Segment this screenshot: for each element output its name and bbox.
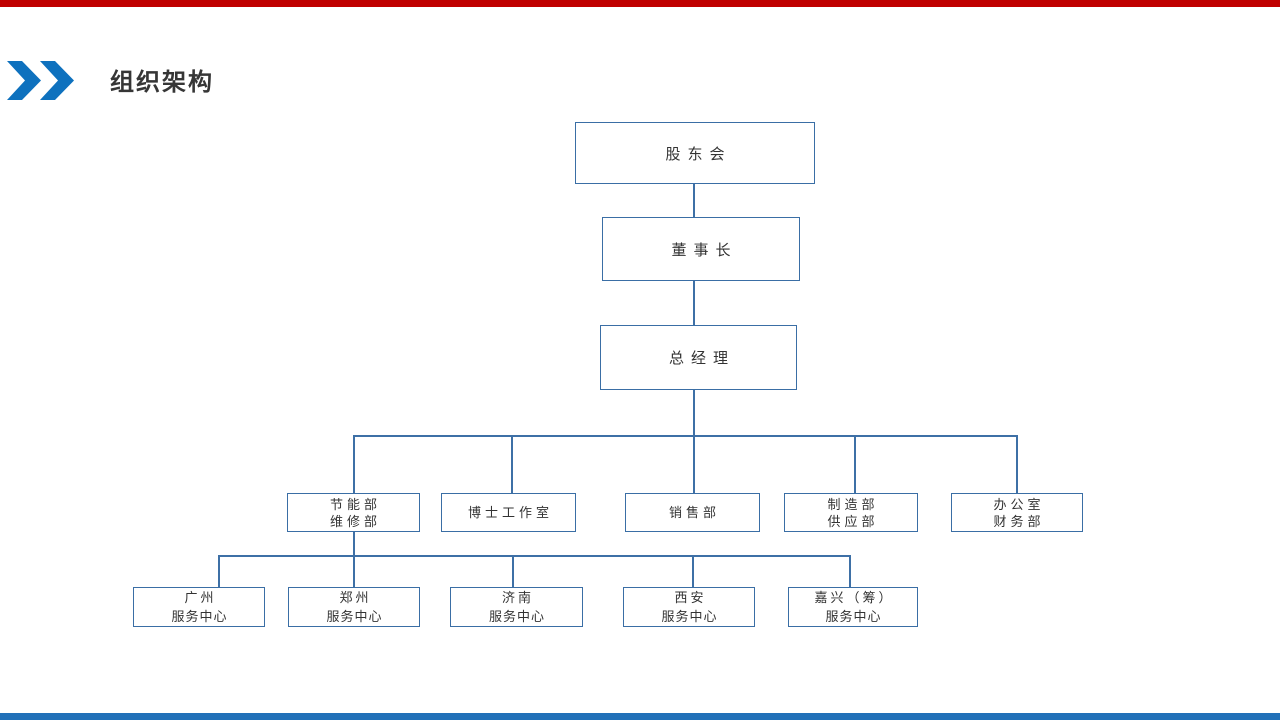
org-node-label: 服务中心	[661, 609, 718, 624]
org-node-label: 董事长	[671, 241, 738, 259]
org-node-label: 财务部	[993, 513, 1045, 529]
top-accent-bar	[0, 0, 1280, 7]
org-node-zhengzhou-service-center: 郑州 服务中心	[288, 587, 420, 627]
connector-drop-energy	[353, 436, 355, 494]
org-node-label: 销售部	[668, 505, 720, 520]
org-node-label: 总经理	[668, 350, 735, 367]
connector-drop-zhengzhou	[353, 556, 355, 588]
org-node-label: 博士工作室	[467, 505, 553, 520]
org-node-label: 西安	[674, 590, 707, 605]
org-node-label: 服务中心	[171, 609, 228, 624]
org-node-guangzhou-service-center: 广州 服务中心	[133, 587, 265, 627]
connector-dept-rail	[353, 435, 1018, 437]
org-node-manufacturing-supply-dept: 制造部 供应部	[784, 493, 918, 532]
org-node-label: 办公室	[993, 496, 1045, 512]
org-node-xian-service-center: 西安 服务中心	[623, 587, 755, 627]
org-node-label: 嘉兴（筹）	[814, 590, 895, 605]
connector-drop-office	[1016, 436, 1018, 494]
org-node-label: 服务中心	[488, 609, 545, 624]
org-node-jinan-service-center: 济南 服务中心	[450, 587, 583, 627]
connector-drop-sales	[693, 436, 695, 494]
org-node-label: 制造部	[827, 496, 879, 512]
org-node-label: 股东会	[665, 145, 732, 163]
org-node-label: 节能部	[329, 496, 381, 512]
org-node-label: 广州	[184, 590, 217, 605]
connector-drop-manufacturing	[854, 436, 856, 494]
org-node-label: 服务中心	[825, 609, 882, 624]
org-node-general-manager: 总经理	[600, 325, 797, 390]
connector-shareholders-chairman	[693, 184, 695, 217]
connector-drop-jiaxing	[849, 556, 851, 588]
org-node-jiaxing-service-center: 嘉兴（筹） 服务中心	[788, 587, 918, 627]
org-node-energy-maintenance-dept: 节能部 维修部	[287, 493, 420, 532]
org-node-label: 济南	[501, 590, 534, 605]
connector-drop-xian	[692, 556, 694, 588]
org-node-label: 服务中心	[326, 609, 383, 624]
org-node-label: 维修部	[329, 513, 381, 529]
connector-chairman-gm	[693, 281, 695, 325]
bottom-accent-bar	[0, 713, 1280, 720]
connector-gm-rail	[693, 390, 695, 436]
connector-energy-rail2	[353, 531, 355, 556]
org-node-doctor-studio: 博士工作室	[441, 493, 576, 532]
org-node-chairman: 董事长	[602, 217, 800, 281]
page-title: 组织架构	[110, 69, 214, 96]
connector-drop-jinan	[512, 556, 514, 588]
org-node-sales-dept: 销售部	[625, 493, 760, 532]
connector-drop-doctor-studio	[511, 436, 513, 494]
org-node-label: 郑州	[339, 590, 372, 605]
org-node-office-finance-dept: 办公室 财务部	[951, 493, 1083, 532]
org-node-shareholders: 股东会	[575, 122, 815, 184]
org-node-label: 供应部	[827, 513, 879, 529]
connector-service-rail	[218, 555, 851, 557]
connector-drop-guangzhou	[218, 556, 220, 588]
double-chevron-icon	[7, 61, 74, 100]
